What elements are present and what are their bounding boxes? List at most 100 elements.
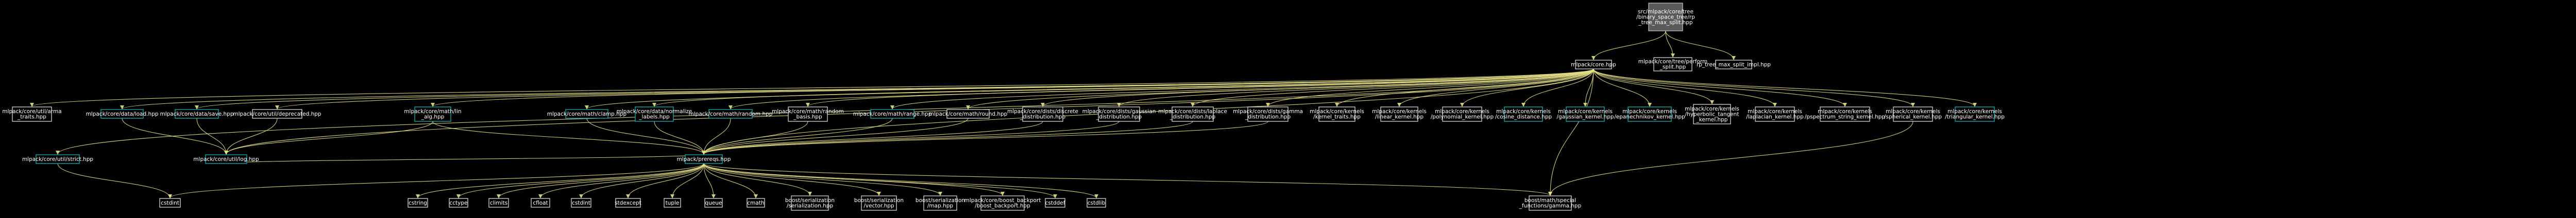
edge-core-to-polynomial (1460, 68, 1594, 107)
node-cstdint[interactable]: cstdint (159, 198, 181, 208)
node-pspectrum[interactable]: mlpack/core/kernels/pspectrum_string_ker… (1805, 106, 1886, 122)
node-kernel_traits[interactable]: mlpack/core/kernels/kernel_traits.hpp (1310, 106, 1364, 122)
node-clamp[interactable]: mlpack/core/math/clamp.hpp (547, 109, 627, 119)
node-label-line: mlpack/core/util/arma (2, 108, 61, 115)
node-laplace[interactable]: mlpack/core/dists/laplace_distribution.h… (1158, 106, 1227, 122)
edge-prereqs-to-cstddef (703, 163, 1057, 198)
node-label-line: mlpack/core/kernels (1886, 108, 1940, 115)
node-box (1504, 106, 1543, 122)
node-polynomial[interactable]: mlpack/core/kernels/polynomial_kernel.hp… (1431, 106, 1494, 122)
node-spherical[interactable]: mlpack/core/kernels/spherical_kernel.hpp (1884, 106, 1942, 122)
node-label-line: _distribution.hpp (1170, 114, 1216, 120)
node-impl[interactable]: rp_tree_max_split_impl.hpp (1697, 60, 1771, 69)
node-perform[interactable]: mlpack/core/tree/perform_split.hpp (1638, 57, 1708, 71)
node-discrete[interactable]: mlpack/core/dists/discrete_distribution.… (1007, 106, 1078, 122)
node-core[interactable]: mlpack/core.hpp (1571, 60, 1616, 69)
node-boost_vec[interactable]: boost/serialization/vector.hpp (854, 195, 904, 211)
node-cstdlib[interactable]: cstdlib (1087, 198, 1106, 208)
node-box (531, 198, 550, 208)
node-label-line: /boost_backport.hpp (975, 203, 1030, 209)
edge-round-to-prereqs (702, 118, 969, 155)
node-box (861, 195, 897, 211)
node-tuple[interactable]: tuple (664, 198, 681, 208)
edge-core-to-range (890, 68, 1594, 110)
node-label-line: mlpack/core/kernels (1496, 108, 1551, 115)
node-boost_backport[interactable]: mlpack/core/boost_backport/boost_backpor… (964, 195, 1041, 211)
node-random[interactable]: mlpack/core/math/random.hpp (689, 109, 773, 119)
nodes-layer: src/mlpack/core/tree/binary_space_tree/r… (2, 3, 2005, 211)
node-gamma_fn[interactable]: boost/math/special_functions/gamma.hpp (1519, 195, 1582, 211)
node-label-line: cstdint (161, 200, 179, 206)
node-box (788, 106, 828, 122)
node-gaussian_dist[interactable]: mlpack/core/dists/gaussian_distribution.… (1082, 106, 1156, 122)
node-box (1820, 106, 1870, 122)
node-log[interactable]: mlpack/core/util/log.hpp (193, 154, 259, 164)
node-strict[interactable]: mlpack/core/util/strict.hpp (22, 154, 93, 164)
node-boost_ser[interactable]: boost/serialization/serialization.hpp (785, 195, 835, 211)
node-label-line: /vector.hpp (863, 203, 894, 209)
edge-gaussian_dist-to-prereqs (702, 121, 1120, 155)
node-cstddef[interactable]: cstddef (1045, 198, 1065, 208)
node-cstdint2[interactable]: cstdint (571, 198, 591, 208)
node-gamma_traits[interactable]: mlpack/core/util/arma_traits.hpp (2, 106, 62, 122)
node-box (1893, 106, 1933, 122)
edge-prereqs-to-cstdlib (703, 163, 1098, 198)
node-label-line: mlpack/core/util/strict.hpp (22, 156, 93, 162)
node-load[interactable]: mlpack/core/data/load.hpp (86, 109, 159, 119)
node-gamma_dist[interactable]: mlpack/core/dists/gamma_distribution.hpp (1233, 106, 1303, 122)
node-box (488, 198, 509, 208)
node-cosine[interactable]: mlpack/core/kernels/cosine_distance.hpp (1495, 106, 1552, 122)
node-label-line: mlpack/core/dists/gamma (1233, 108, 1303, 115)
edge-root-to-core (1591, 30, 1666, 60)
node-label-line: mlpack/core/math/round.hpp (929, 111, 1008, 117)
node-label-line: /cosine_distance.hpp (1495, 114, 1552, 120)
node-box (1318, 106, 1355, 122)
node-label-line: /laplacian_kernel.hpp (1746, 114, 1804, 120)
node-epanechnikov[interactable]: mlpack/core/kernels/epanechnikov_kernel.… (1614, 106, 1685, 122)
node-label-line: mlpack/core/data/save.hpp (160, 111, 233, 117)
node-label-line: _distribution.hpp (1096, 114, 1142, 120)
node-cctype[interactable]: cctype (449, 198, 468, 208)
node-cstring[interactable]: cstring (408, 198, 428, 208)
node-save[interactable]: mlpack/core/data/save.hpp (160, 109, 234, 119)
node-hyperbolic[interactable]: mlpack/core/kernels/hyperbolic_tangent_k… (1685, 104, 1739, 124)
edge-range-to-prereqs (702, 118, 893, 155)
node-label-line: mlpack/core/kernels (1310, 108, 1364, 115)
node-triangular[interactable]: mlpack/core/kernels/triangular_kernel.hp… (1945, 106, 2005, 122)
node-box (1648, 3, 1683, 31)
edge-core-to-gamma_fn (1548, 68, 1594, 196)
node-label-line: _kernel.hpp (1696, 117, 1728, 123)
node-boost_map[interactable]: boost/serialization/map.hpp (916, 195, 965, 211)
node-climits[interactable]: climits (488, 198, 509, 208)
node-label-line: mlpack/core.hpp (1571, 62, 1616, 68)
node-random_basis[interactable]: mlpack/core/math/random_basis.hpp (772, 106, 844, 122)
node-label-line: mlpack/core/kernels (1558, 108, 1613, 115)
node-box (1442, 106, 1482, 122)
node-queue[interactable]: queue (704, 198, 723, 208)
edge-core-to-save (195, 68, 1594, 110)
node-numeric[interactable]: mlpack/core/data/normalize_labels.hpp (617, 106, 692, 122)
node-cfloat[interactable]: cfloat (531, 198, 550, 208)
node-stdexcept[interactable]: stdexcept (615, 198, 641, 208)
node-cmath[interactable]: cmath (747, 198, 765, 208)
node-root[interactable]: src/mlpack/core/tree/binary_space_tree/r… (1636, 3, 1695, 31)
edge-prereqs-to-cctype (456, 163, 704, 198)
node-linear[interactable]: mlpack/core/kernels/linear_kernel.hpp (1372, 106, 1427, 122)
edge-save-to-log (196, 118, 228, 155)
node-box (704, 198, 723, 208)
node-gaussian_k[interactable]: mlpack/core/kernels/gaussian_kernel.hpp (1556, 106, 1614, 122)
node-box (100, 109, 144, 119)
node-box (1022, 106, 1063, 122)
node-label-line: boost/serialization (916, 197, 965, 204)
node-label-line: stdexcept (615, 200, 641, 206)
edge-prereqs-to-climits (497, 163, 704, 198)
node-lin_alg[interactable]: mlpack/core/math/lin_alg.hpp (404, 106, 462, 122)
node-prereqs[interactable]: mlpack/prereqs.hpp (677, 154, 731, 164)
node-box (685, 154, 723, 164)
node-round[interactable]: mlpack/core/math/round.hpp (929, 109, 1008, 119)
node-range[interactable]: mlpack/core/math/range.hpp (853, 109, 932, 119)
node-label-line: tuple (666, 200, 680, 206)
node-laplacian[interactable]: mlpack/core/kernels/laplacian_kernel.hpp (1746, 106, 1804, 122)
edge-core-to-discrete (1041, 68, 1594, 107)
node-deprecated[interactable]: mlpack/core/util/deprecated.hpp (233, 109, 321, 119)
